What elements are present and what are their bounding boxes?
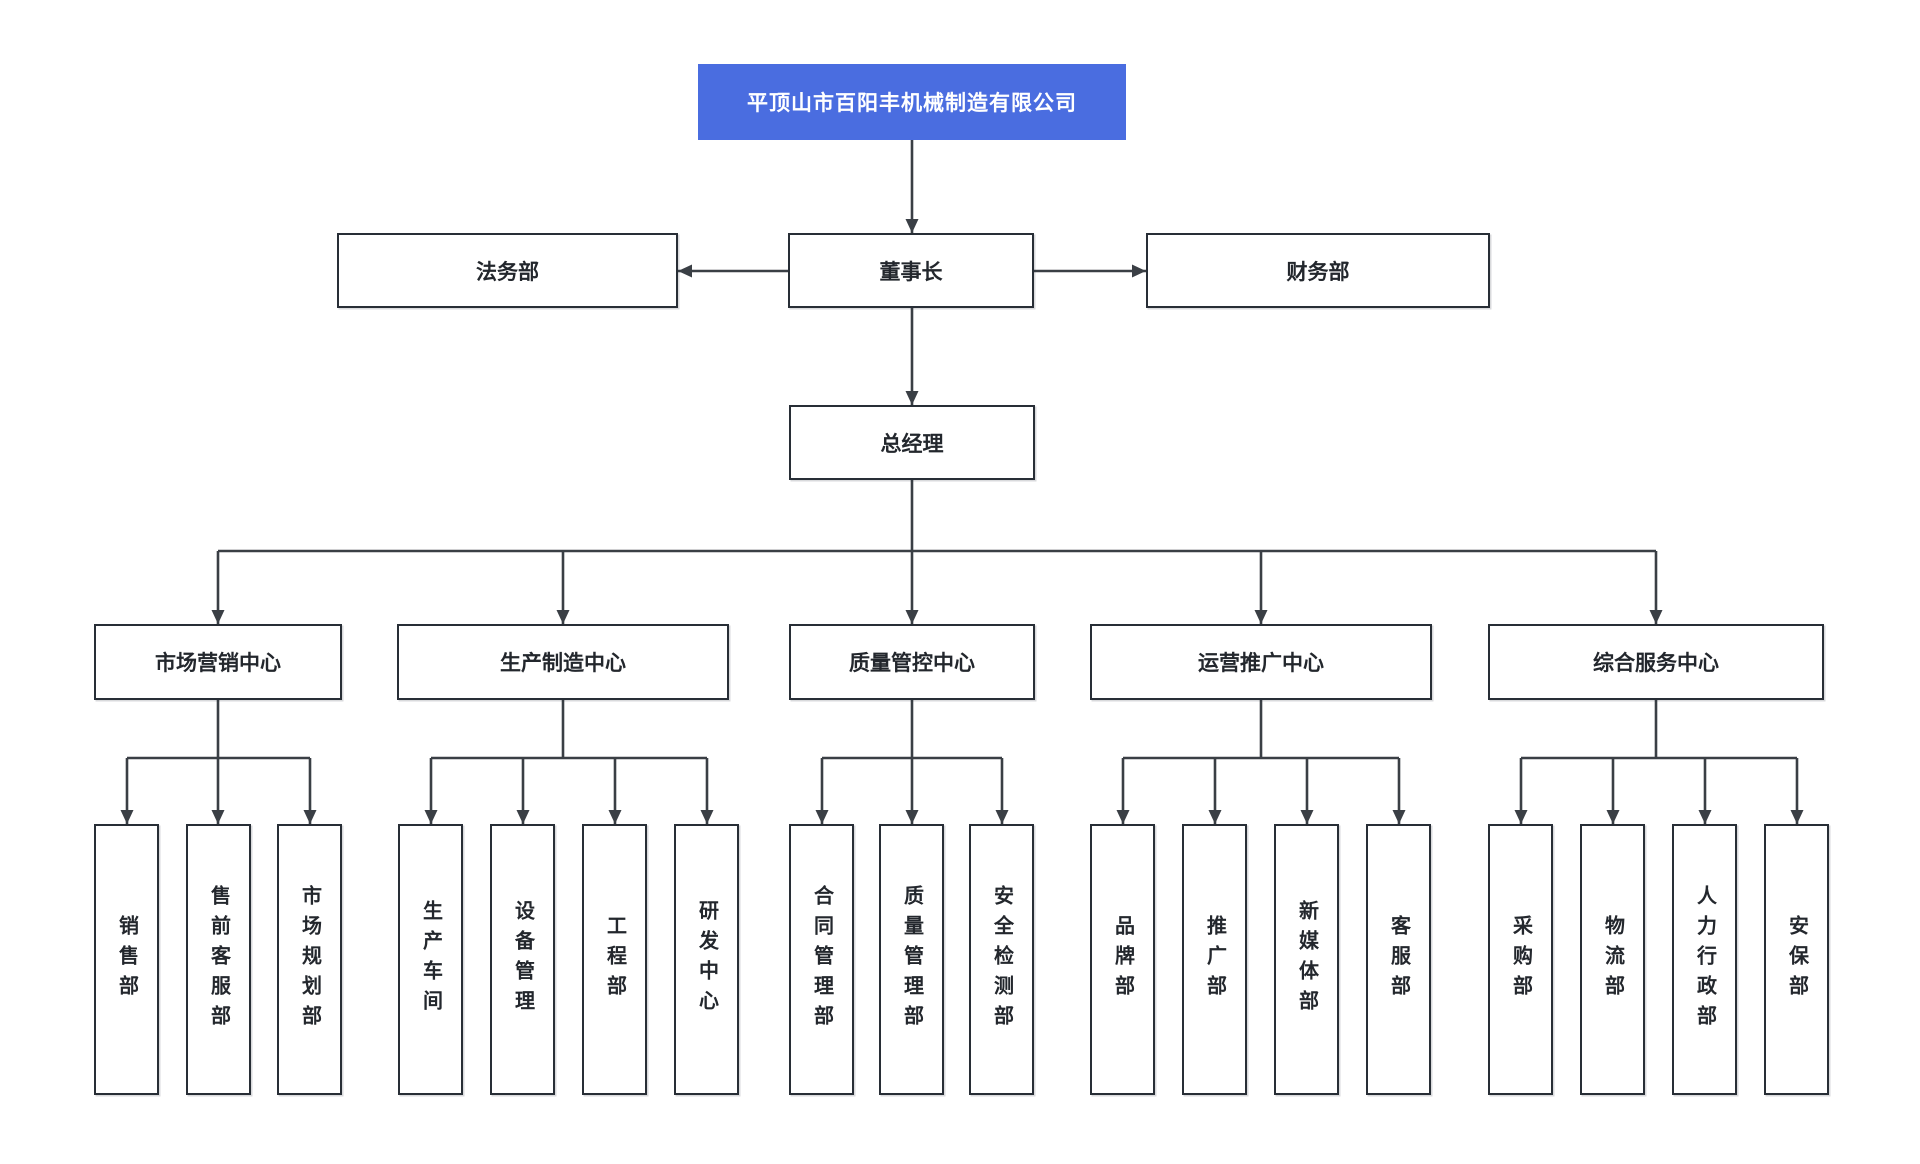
- node-dept-safety-inspection: 安全检测部: [969, 824, 1034, 1095]
- node-dept-contract-mgmt: 合同管理部: [789, 824, 854, 1095]
- node-dept-customer-service: 客服部: [1366, 824, 1431, 1095]
- node-dept-hr-admin: 人力行政部: [1672, 824, 1737, 1095]
- node-dept-presales-support: 售前客服部: [186, 824, 251, 1095]
- node-dept-production-workshop: 生产车间: [398, 824, 463, 1095]
- node-finance-dept: 财务部: [1146, 233, 1490, 308]
- node-chairman: 董事长: [788, 233, 1034, 308]
- node-dept-new-media: 新媒体部: [1274, 824, 1339, 1095]
- node-dept-security: 安保部: [1764, 824, 1829, 1095]
- node-dept-engineering: 工程部: [582, 824, 647, 1095]
- node-dept-quality-mgmt: 质量管理部: [879, 824, 944, 1095]
- node-general-manager: 总经理: [789, 405, 1035, 480]
- node-dept-market-planning: 市场规划部: [277, 824, 342, 1095]
- node-center-operations: 运营推广中心: [1090, 624, 1432, 700]
- node-company: 平顶山市百阳丰机械制造有限公司: [698, 64, 1126, 140]
- node-dept-procurement: 采购部: [1488, 824, 1553, 1095]
- node-dept-brand: 品牌部: [1090, 824, 1155, 1095]
- node-dept-sales: 销售部: [94, 824, 159, 1095]
- node-dept-logistics: 物流部: [1580, 824, 1645, 1095]
- node-dept-equipment-mgmt: 设备管理: [490, 824, 555, 1095]
- node-center-quality: 质量管控中心: [789, 624, 1035, 700]
- node-center-services: 综合服务中心: [1488, 624, 1824, 700]
- node-legal-dept: 法务部: [337, 233, 678, 308]
- node-center-manufacturing: 生产制造中心: [397, 624, 729, 700]
- node-center-marketing: 市场营销中心: [94, 624, 342, 700]
- node-dept-promotion: 推广部: [1182, 824, 1247, 1095]
- node-dept-rnd-center: 研发中心: [674, 824, 739, 1095]
